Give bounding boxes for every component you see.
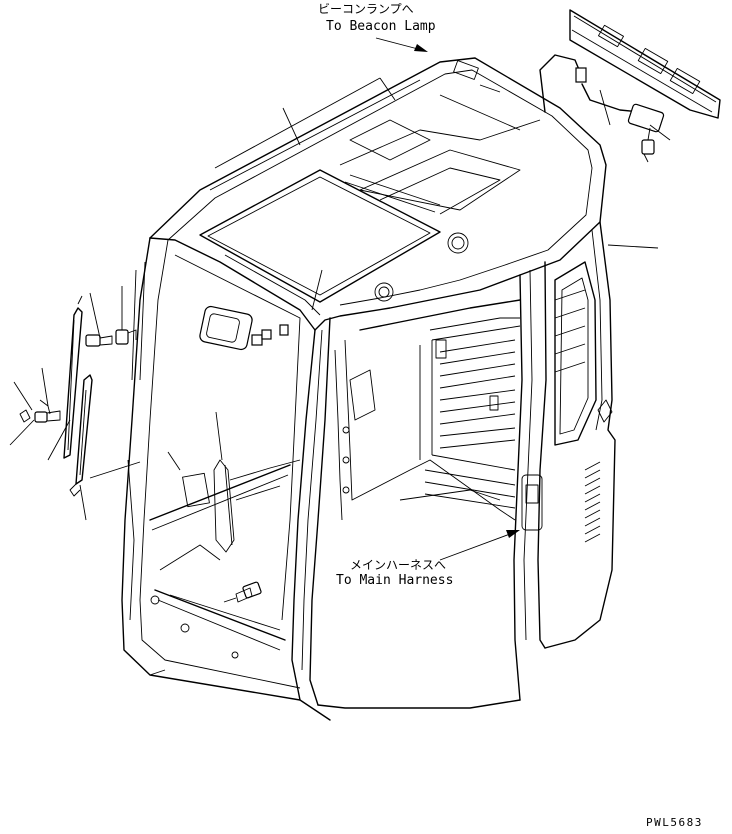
beacon-arrow-icon xyxy=(414,44,428,52)
harness-callout-en: To Main Harness xyxy=(336,573,453,588)
beacon-callout-jp: ビーコンランプへ xyxy=(318,2,414,16)
beacon-callout-en: To Beacon Lamp xyxy=(326,19,436,34)
figure-code: PWL5683 xyxy=(646,816,703,829)
work-lamp xyxy=(199,305,289,351)
wiper-assembly xyxy=(63,295,93,497)
wiper-motor-bolts xyxy=(19,329,137,423)
harness-callout-jp: メインハーネスへ xyxy=(350,558,446,572)
leader-lines xyxy=(9,77,671,521)
harness-arrow-icon xyxy=(506,530,520,538)
beacon-harness xyxy=(539,9,721,163)
cab-assembly xyxy=(9,9,721,721)
rear-vent-louvers xyxy=(584,461,601,543)
main-harness-callout: メインハーネスへ To Main Harness xyxy=(336,530,520,588)
beacon-lamp-callout: ビーコンランプへ To Beacon Lamp xyxy=(318,2,436,52)
lower-bolt xyxy=(223,581,262,603)
rear-panel-slats xyxy=(424,339,516,509)
